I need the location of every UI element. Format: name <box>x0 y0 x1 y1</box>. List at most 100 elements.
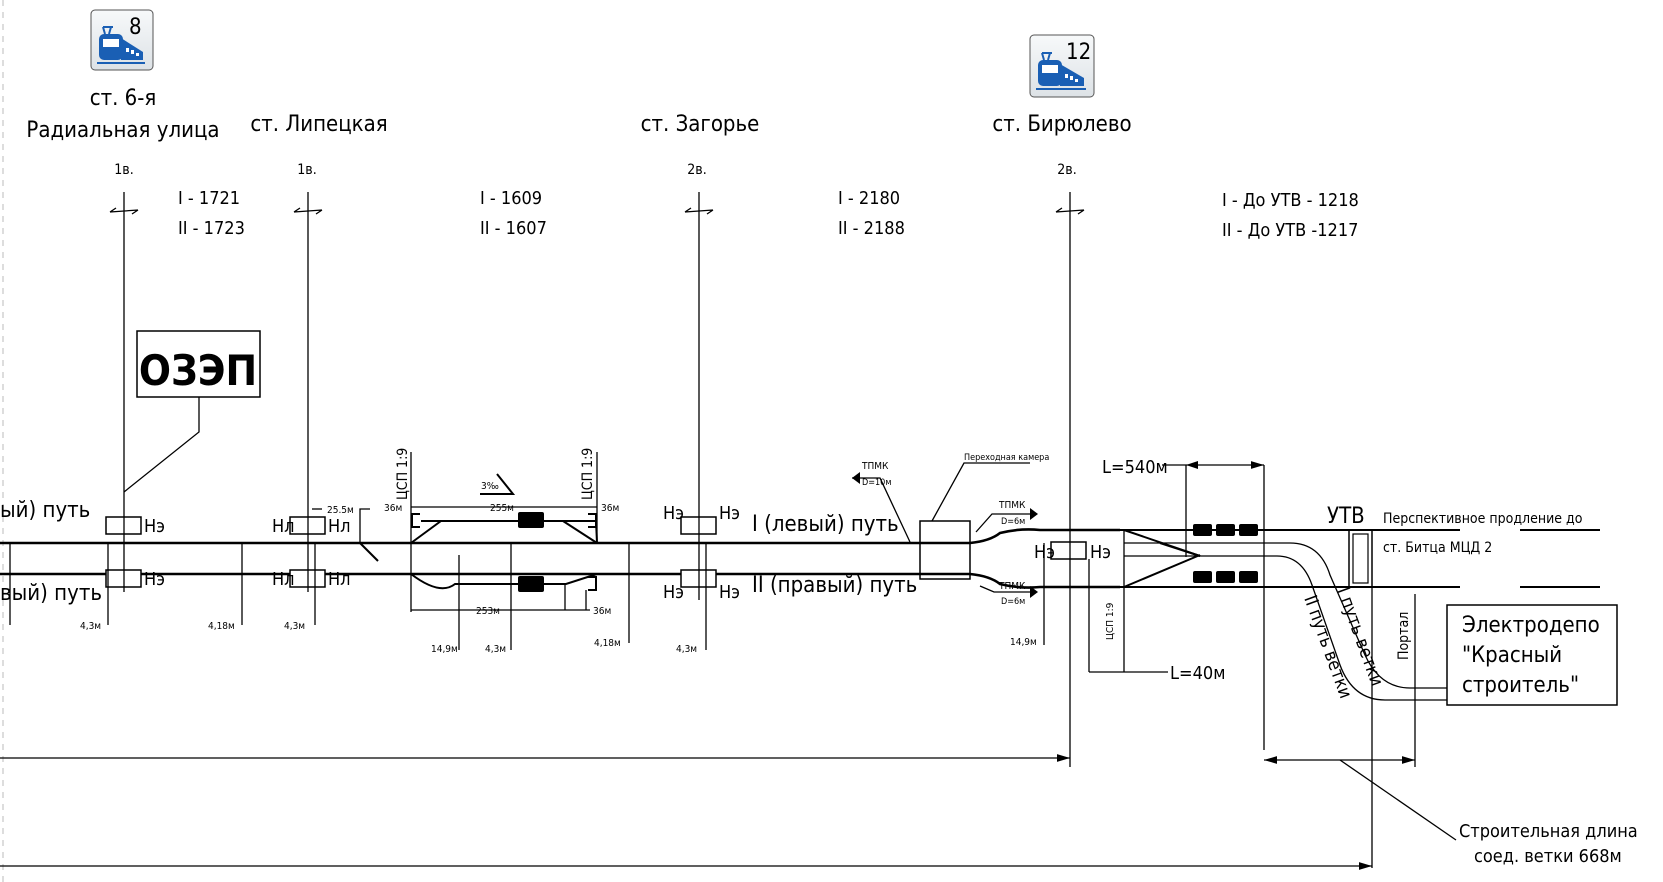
station-axis-label: 2в. <box>687 162 706 178</box>
crossover-diagonal <box>359 542 379 562</box>
span-length-3-track2: II - 2188 <box>838 218 905 239</box>
signal-radialnaya-track2: Нэ <box>105 569 165 590</box>
svg-text:Нэ: Нэ <box>663 503 684 524</box>
svg-text:L=40м: L=40м <box>1170 663 1225 684</box>
tpmk-d6-lower: ТПМК D=6м <box>979 581 1038 607</box>
svg-text:Нэ: Нэ <box>1090 542 1111 563</box>
svg-text:Нл: Нл <box>272 516 295 537</box>
stabling-track-upper <box>410 512 598 544</box>
signal-lipetskaya-track1: Нл Нл <box>272 516 351 537</box>
signal-zagorye-track1: Нэ Нэ <box>663 503 740 535</box>
dim-4-3: 4,3м <box>485 644 506 655</box>
dim-25-5: 25.5м <box>312 505 370 543</box>
span-length-2-track2: II - 1607 <box>480 218 547 239</box>
dim-36: 36м <box>593 606 611 617</box>
station-name-lipetskaya: ст. Липецкая <box>250 112 387 137</box>
train-icon <box>1036 52 1086 90</box>
signal-zagorye-track2: Нэ Нэ <box>663 569 740 603</box>
csp-label: ЦСП 1:9 <box>395 448 411 500</box>
track1-label-partial: ый) путь <box>0 498 90 523</box>
svg-text:25.5м: 25.5м <box>327 505 354 516</box>
dim-l540: L=540м <box>1102 457 1265 750</box>
scissors-crossover <box>1123 529 1201 588</box>
station-badge-biryulevo[interactable]: 12 <box>1029 34 1095 98</box>
portal-marker: Портал <box>1396 594 1416 767</box>
ozep-label: ОЗЭП <box>139 346 257 395</box>
svg-text:D=6м: D=6м <box>1001 517 1025 527</box>
utv-extension-line2: ст. Битца МЦД 2 <box>1383 540 1492 556</box>
signal-radialnaya-track1: Нэ <box>105 516 165 537</box>
station-axis-label: 2в. <box>1057 162 1076 178</box>
svg-text:3‰: 3‰ <box>481 481 499 492</box>
station-badge-number: 8 <box>129 15 142 40</box>
track1-flare <box>920 528 1120 545</box>
dim-253: 253м <box>476 606 500 617</box>
train-icon <box>97 26 145 64</box>
svg-text:Нл: Нл <box>272 569 295 590</box>
svg-text:ТПМК: ТПМК <box>998 581 1026 592</box>
station-axis-label: 1в. <box>114 162 133 178</box>
dim-4-3: 4,3м <box>676 644 697 655</box>
dim-14-9: 14,9м <box>431 644 458 655</box>
tpmk-d10: ТПМК D=10м <box>852 461 911 543</box>
svg-text:УТВ: УТВ <box>1327 504 1365 529</box>
station-name-biryulevo: ст. Бирюлево <box>992 112 1131 137</box>
svg-text:Нл: Нл <box>328 569 351 590</box>
station-name-zagorye: ст. Загорье <box>641 112 760 137</box>
tpmk-d6-upper: ТПМК D=6м <box>975 500 1038 533</box>
dim-construction-length <box>1264 756 1457 841</box>
dim-4-18: 4,18м <box>594 638 621 649</box>
csp-label: ЦСП 1:9 <box>1105 602 1116 640</box>
construction-length-line1: Строительная длина <box>1459 821 1638 842</box>
utv-extension-line1: Перспективное продление до <box>1383 511 1583 527</box>
dim-4-3: 4,3м <box>80 621 101 632</box>
station-axis-zagorye <box>684 192 714 600</box>
svg-text:Нл: Нл <box>328 516 351 537</box>
dim-36: 36м <box>601 503 619 514</box>
station-badge-radialnaya[interactable]: 8 <box>90 9 154 71</box>
svg-text:Нэ: Нэ <box>144 569 165 590</box>
transition-chamber: Переходная камера <box>919 453 1049 580</box>
svg-text:Переходная камера: Переходная камера <box>964 453 1049 463</box>
ozep-sign: ОЗЭП <box>123 330 261 493</box>
span-length-1-track2: II - 1723 <box>178 218 245 239</box>
span-length-1-track1: I - 1721 <box>178 188 240 209</box>
track2-label: II (правый) путь <box>752 573 917 598</box>
svg-text:Нэ: Нэ <box>144 516 165 537</box>
offset-dimensions <box>9 543 1045 650</box>
svg-text:D=6м: D=6м <box>1001 597 1025 607</box>
span-length-4-track1: I - До УТВ - 1218 <box>1222 190 1359 211</box>
dim-4-18: 4,18м <box>208 621 235 632</box>
svg-text:ТПМК: ТПМК <box>998 500 1026 511</box>
track1-label: I (левый) путь <box>752 512 899 537</box>
svg-text:Нэ: Нэ <box>719 582 740 603</box>
slope-indicator: 3‰ <box>480 473 516 495</box>
station-axis-label: 1в. <box>297 162 316 178</box>
depot-line2: "Красный <box>1462 643 1562 668</box>
dim-4-3: 4,3м <box>284 621 305 632</box>
svg-text:D=10м: D=10м <box>862 478 891 488</box>
construction-length-line2: соед. ветки 668м <box>1474 846 1622 867</box>
span-length-4-track2: II - До УТВ -1217 <box>1222 220 1358 241</box>
svg-text:ТПМК: ТПМК <box>861 461 889 472</box>
station-axis-biryulevo <box>1055 192 1085 767</box>
span-length-3-track1: I - 2180 <box>838 188 900 209</box>
svg-text:Нэ: Нэ <box>663 582 684 603</box>
train-blocks-lower <box>1193 571 1258 583</box>
csp-label: ЦСП 1:9 <box>580 448 596 500</box>
stabling-dimensions <box>410 452 598 612</box>
depot-box: Электродепо "Красный строитель" <box>1446 604 1618 706</box>
span-length-2-track1: I - 1609 <box>480 188 542 209</box>
station-badge-number: 12 <box>1066 40 1091 65</box>
dim-l40: L=40м <box>1089 663 1225 684</box>
signal-biryulevo: Нэ Нэ <box>1034 541 1111 563</box>
track2-label-partial: вый) путь <box>0 581 102 606</box>
train-blocks-upper <box>1185 524 1260 536</box>
station-name-radialnaya-line2: Радиальная улица <box>26 118 219 143</box>
station-name-radialnaya-line1: ст. 6-я <box>90 86 157 111</box>
stabling-track-lower <box>410 573 598 592</box>
svg-text:Портал: Портал <box>1396 612 1412 660</box>
dim-14-9: 14,9м <box>1010 637 1037 648</box>
dim-36: 36м <box>384 503 402 514</box>
